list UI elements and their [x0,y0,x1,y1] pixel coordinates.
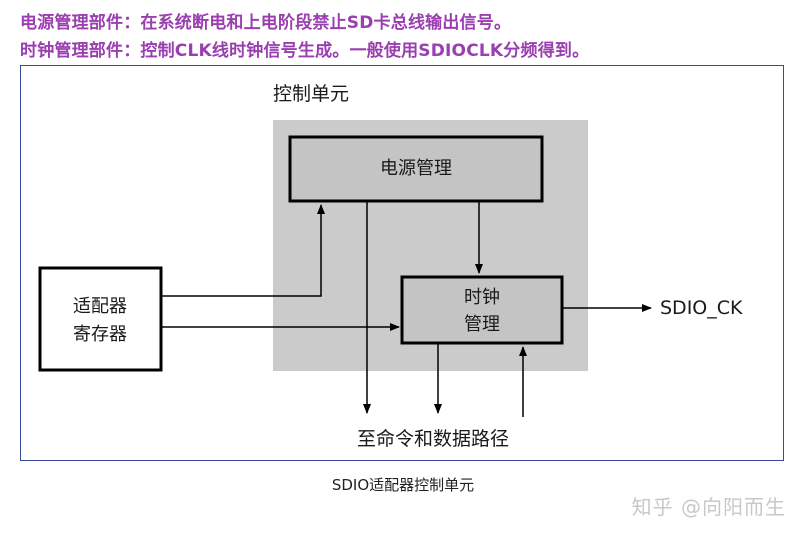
power-management-box [288,135,544,203]
control-unit-label: 控制单元 [273,83,349,105]
adapter-register-box [38,266,163,372]
power-management-label: 电源管理 [380,158,452,179]
diagram-frame [20,65,784,461]
clock-management-box [400,275,564,345]
watermark: 知乎 @向阳而生 [631,495,786,519]
sdio-ck-output-label: SDIO_CK [660,297,743,319]
clock-management-label-line1: 时钟 [464,287,500,308]
adapter-register-label-line2: 寄存器 [73,324,127,345]
clock-management-description: 时钟管理部件：控制CLK线时钟信号生成。一般使用SDIOCLK分频得到。 [20,41,590,61]
data-path-label: 至命令和数据路径 [357,428,509,450]
figure-caption: SDIO适配器控制单元 [331,476,475,494]
power-management-description: 电源管理部件：在系统断电和上电阶段禁止SD卡总线输出信号。 [20,13,512,33]
clock-management-label-line2: 管理 [464,314,500,335]
arrow-adapter-to-power [161,204,325,297]
adapter-register-label-line1: 适配器 [73,296,127,317]
